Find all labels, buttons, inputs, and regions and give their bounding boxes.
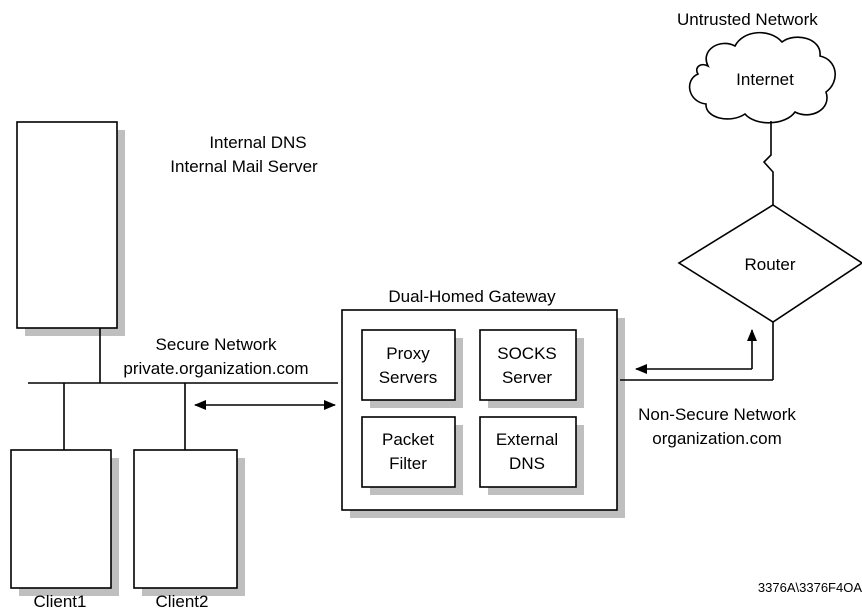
internet-cloud [688, 31, 836, 124]
internal-mail-label: Internal Mail Server [170, 157, 318, 176]
gateway-label: Dual-Homed Gateway [388, 287, 556, 306]
client1 [10, 449, 112, 589]
internal-dns-label: Internal DNS [209, 133, 306, 152]
internet-label: Internet [736, 70, 794, 89]
extdns-label-line1: External [496, 430, 558, 449]
nonsecure-network-label: Non-Secure Network [638, 405, 796, 424]
client2 [133, 449, 238, 589]
socks-server-box [479, 329, 577, 401]
client2-label: Client2 [156, 592, 209, 611]
router-label: Router [744, 255, 795, 274]
internal-server [16, 121, 118, 329]
client1-label: Client1 [34, 592, 87, 611]
packet-label-line2: Filter [389, 454, 427, 473]
proxy-label-line1: Proxy [386, 344, 430, 363]
socks-label-line1: SOCKS [497, 344, 557, 363]
figure-id: 3376A\3376F4OA [758, 580, 862, 595]
secure-network-label: Secure Network [156, 335, 277, 354]
nonsecure-domain-label: organization.com [652, 429, 781, 448]
wan-link [762, 121, 774, 205]
proxy-label-line2: Servers [379, 368, 438, 387]
packet-label-line1: Packet [382, 430, 434, 449]
extdns-label-line2: DNS [509, 454, 545, 473]
external-dns-box [479, 416, 577, 488]
socks-label-line2: Server [502, 368, 552, 387]
proxy-servers-box [361, 329, 456, 401]
untrusted-network-label: Untrusted Network [677, 10, 818, 29]
secure-domain-label: private.organization.com [123, 359, 308, 378]
packet-filter-box [361, 416, 456, 488]
